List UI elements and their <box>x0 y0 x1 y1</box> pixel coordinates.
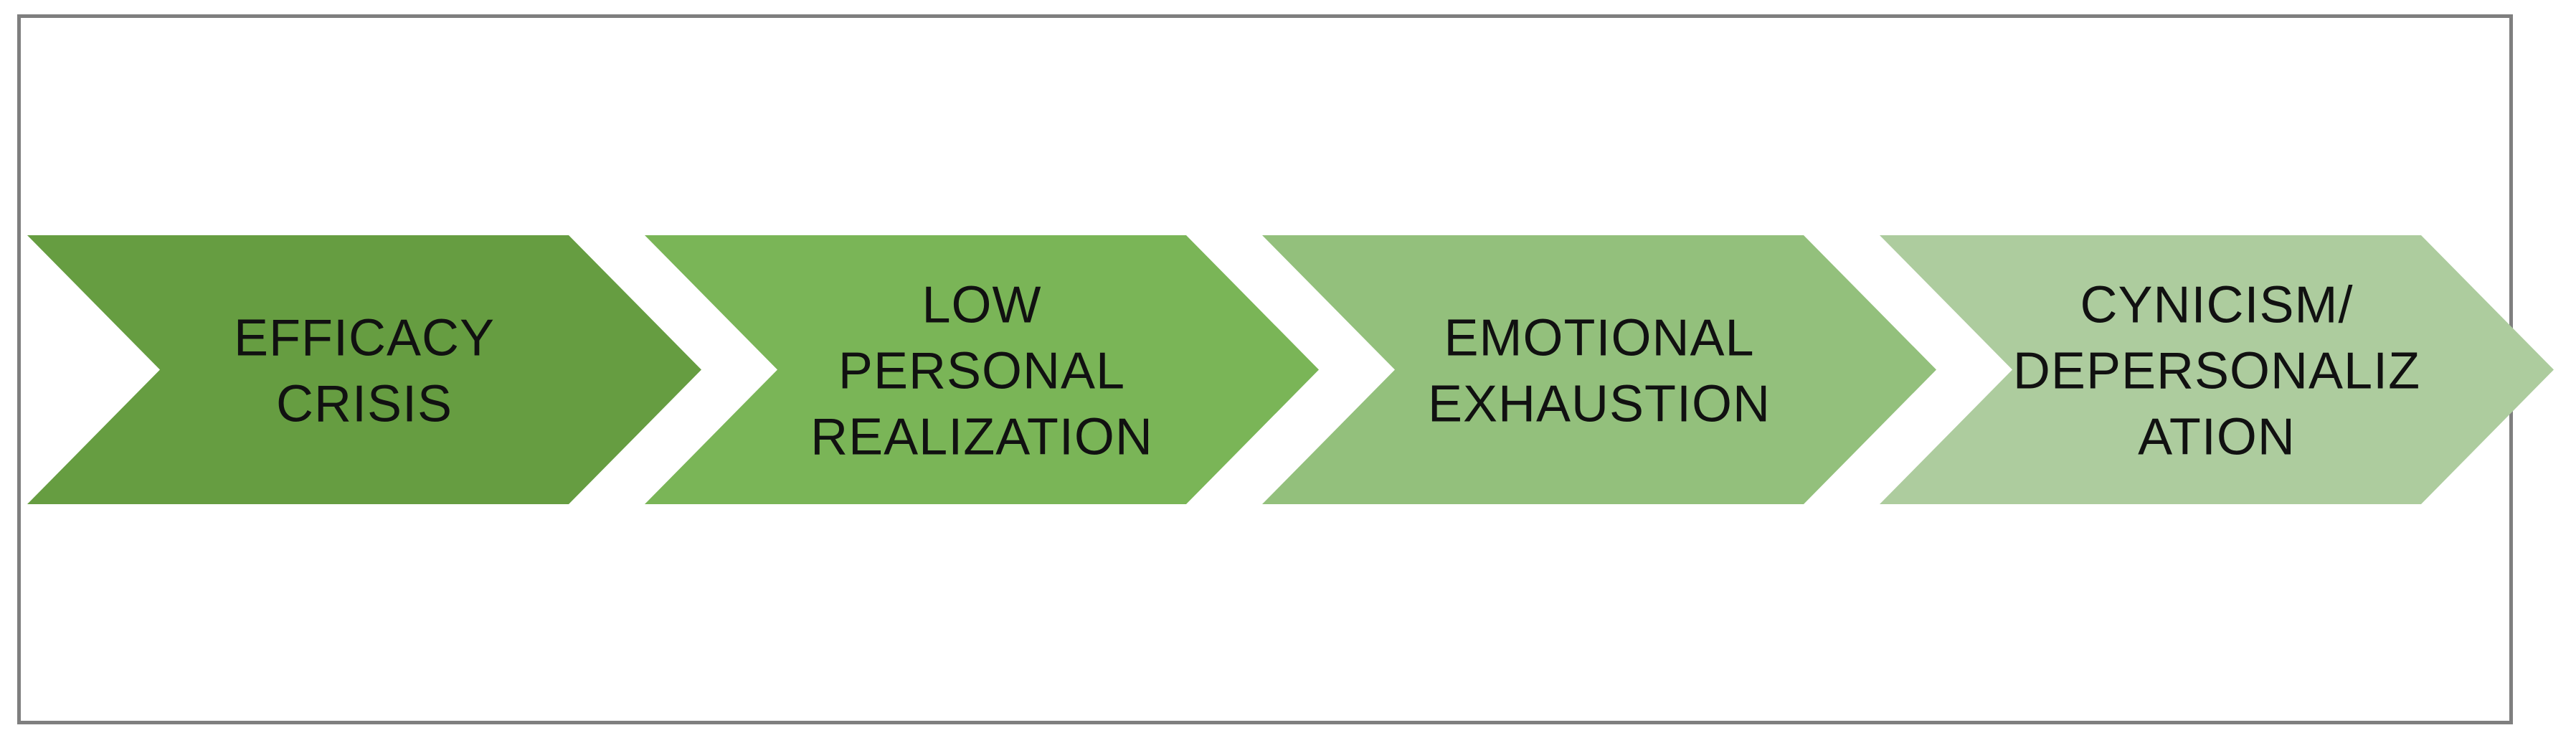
chevron-group: EFFICACY CRISIS LOW PERSONAL REALIZATION EMOT… <box>27 235 2554 504</box>
chevron-step-1 <box>27 235 701 504</box>
chevron-step-2-label-line: PERSONAL <box>838 343 1125 400</box>
chevron-step-4-label-line: DEPERSONALIZ <box>2013 343 2420 400</box>
chevron-step-4-label-line: ATION <box>2138 409 2296 466</box>
chevron-step-2-label-line: REALIZATION <box>810 409 1153 466</box>
chevron-step-3-label-line: EMOTIONAL <box>1444 310 1754 367</box>
chevron-step-1-label-line: EFFICACY <box>234 310 495 367</box>
chevron-step-1-label-line: CRISIS <box>276 376 453 433</box>
chevron-step-4-label: CYNICISM/DEPERSONALIZ ATION <box>2013 277 2420 466</box>
chevron-step-2 <box>645 235 1319 504</box>
chevron-step-2-label: LOW PERSONAL REALIZATION <box>810 277 1153 466</box>
chevron-step-1-label: EFFICACY CRISIS <box>234 310 495 433</box>
chevron-step-4-label-line: CYNICISM/ <box>2080 277 2353 334</box>
chevron-step-4 <box>1880 235 2554 504</box>
chevron-step-3-label: EMOTIONAL EXHAUSTION <box>1428 310 1771 433</box>
chevron-step-3-label-line: EXHAUSTION <box>1428 376 1771 433</box>
chevron-step-3 <box>1262 235 1936 504</box>
chevron-step-2-label-line: LOW <box>922 277 1041 334</box>
